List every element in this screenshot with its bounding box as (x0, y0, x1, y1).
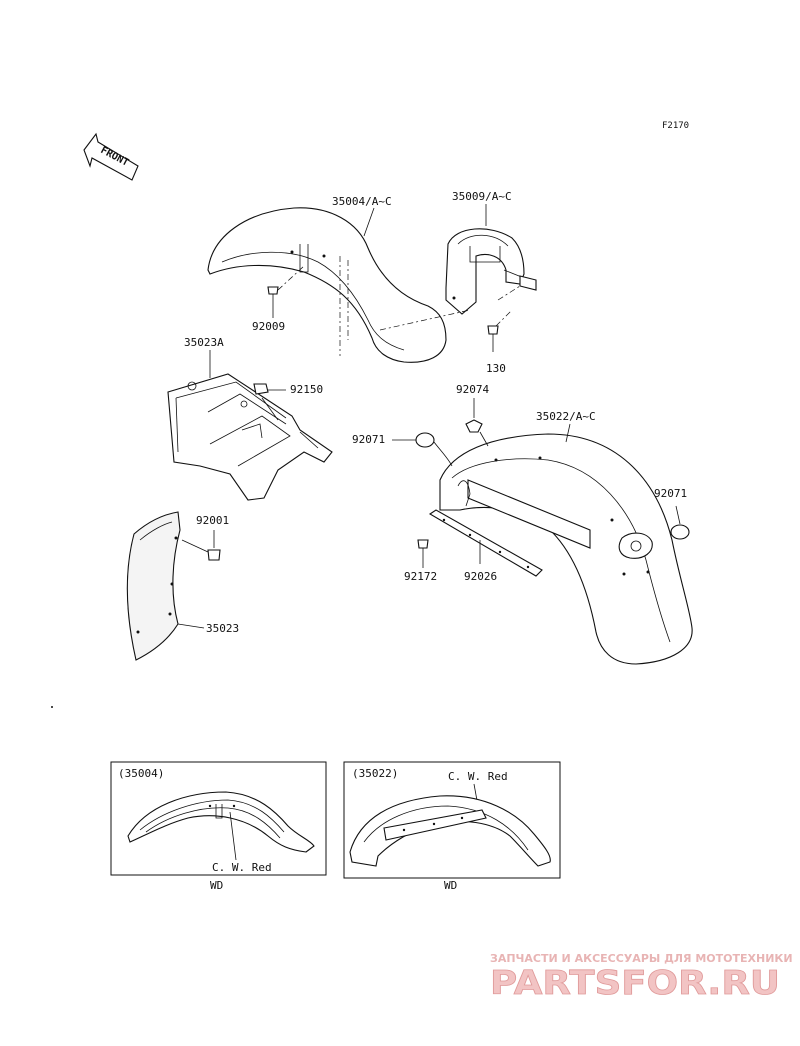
callout-92026: 92026 (464, 570, 497, 583)
callout-92001: 92001 (196, 514, 229, 527)
inset-front-ref: (35004) (118, 767, 164, 780)
mudguard-flap-35023 (126, 511, 181, 661)
callout-35004: 35004/A~C (332, 195, 392, 208)
figure-code: F2170 (662, 121, 689, 131)
callout-92009: 92009 (252, 320, 285, 333)
callout-35023: 35023 (206, 622, 239, 635)
inset-rear-fender: (35022) C. W. Red WD (343, 761, 561, 892)
front-fender-35004 (207, 207, 447, 363)
strip-92026 (428, 509, 543, 577)
inset-rear-caption: WD (444, 879, 457, 892)
callout-92071-left: 92071 (352, 433, 385, 446)
inset-front-fender: (35004) C. W. Red WD (110, 761, 327, 892)
bolt-130 (487, 309, 513, 352)
screw-92172 (417, 539, 429, 568)
front-fender-bracket-35009 (379, 228, 537, 331)
inset-front-note: C. W. Red (212, 861, 272, 874)
callout-92172: 92172 (404, 570, 437, 583)
callout-35009: 35009/A~C (452, 190, 512, 203)
bolt-92001 (181, 530, 221, 561)
callout-92150: 92150 (290, 383, 323, 396)
callout-35023A: 35023A (184, 336, 224, 349)
inner-fender-35023A (167, 373, 333, 501)
callout-130: 130 (486, 362, 506, 375)
nut-92150 (253, 383, 286, 421)
bolt-92009 (267, 265, 305, 318)
watermark-brand: PARTSFOR.RU (490, 963, 780, 1002)
inset-rear-note: C. W. Red (448, 770, 508, 783)
watermark-tagline: ЗАПЧАСТИ И АКСЕССУАРЫ ДЛЯ МОТОТЕХНИКИ (490, 952, 793, 965)
callout-92074: 92074 (456, 383, 489, 396)
rear-fender-35022 (439, 433, 693, 665)
front-direction-arrow: FRONT (83, 132, 139, 181)
grommet-92071-right (670, 505, 690, 540)
callout-35022: 35022/A~C (536, 410, 596, 423)
callout-92071-right: 92071 (654, 487, 687, 500)
inset-front-caption: WD (210, 879, 223, 892)
washer-92074 (465, 398, 489, 447)
inset-rear-ref: (35022) (352, 767, 398, 780)
grommet-92071-left (415, 432, 453, 467)
